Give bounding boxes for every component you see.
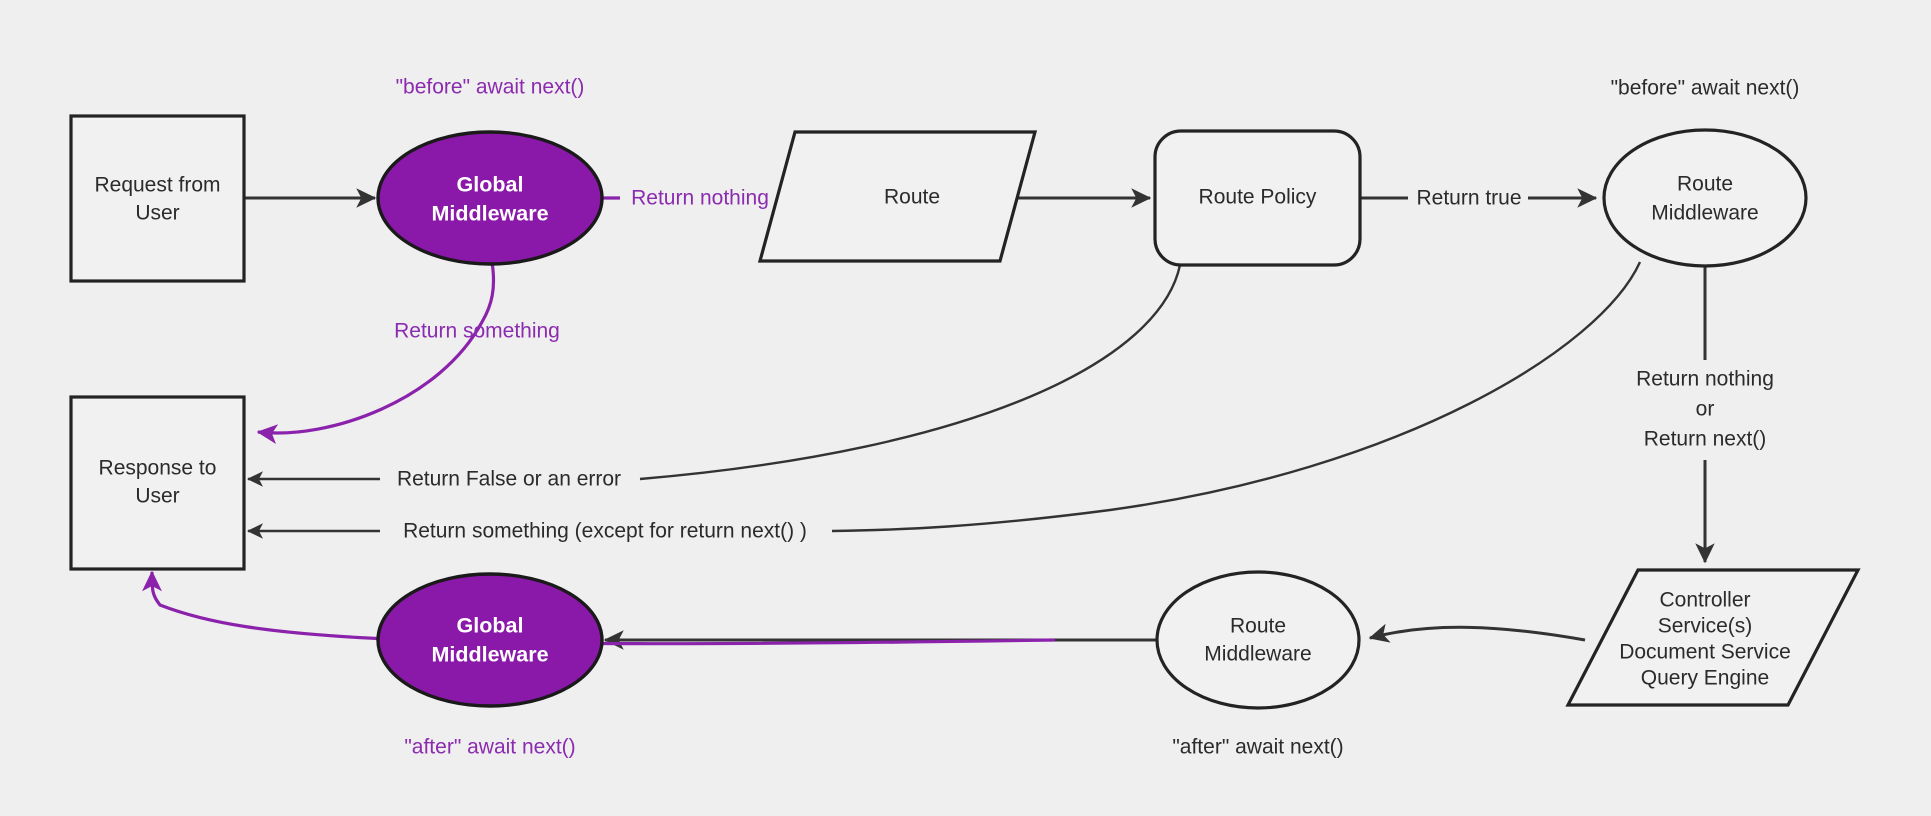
request-label-line2: User bbox=[135, 202, 179, 225]
route-middleware-bottom-shape bbox=[1155, 570, 1361, 710]
global-middleware-top-shape bbox=[376, 130, 604, 266]
global-middleware-top-label-line1: Global bbox=[457, 173, 524, 197]
edge-route-middleware-to-response bbox=[831, 261, 1642, 533]
route-policy-shape bbox=[1153, 129, 1362, 267]
response-label-line1: Response to bbox=[99, 457, 217, 480]
route-label: Route bbox=[884, 186, 940, 209]
route-middleware-bottom-label-line2: Middleware bbox=[1204, 643, 1311, 666]
route-middleware-top-label-line2: Middleware bbox=[1651, 202, 1758, 225]
route-middleware-top-label-line1: Route bbox=[1677, 173, 1733, 196]
edge-label-return-true: Return true bbox=[1416, 187, 1521, 210]
edge-label-return-nothing-line1: Return nothing bbox=[1636, 368, 1774, 391]
request-box-shape bbox=[69, 114, 246, 283]
edge-label-return-nothing-line3: Return next() bbox=[1644, 428, 1767, 451]
route-policy-label: Route Policy bbox=[1199, 186, 1317, 209]
node-route-middleware-bottom[interactable]: Route Middleware bbox=[1155, 570, 1361, 710]
node-route-policy[interactable]: Route Policy bbox=[1153, 129, 1362, 267]
edge-label-return-nothing: Return nothing bbox=[631, 187, 769, 210]
node-global-middleware-bottom[interactable]: Global Middleware bbox=[376, 572, 604, 708]
edge-label-return-something-except: Return something (except for return next… bbox=[403, 520, 807, 543]
annotation-before-await-next-route: "before" await next() bbox=[1611, 77, 1800, 100]
edge-global-middleware-bottom-to-response bbox=[142, 570, 1056, 646]
edge-label-return-something: Return something bbox=[394, 320, 560, 343]
annotation-after-await-next-route: "after" await next() bbox=[1172, 736, 1343, 759]
controller-label-line4: Query Engine bbox=[1641, 667, 1769, 690]
node-controller-services[interactable]: Controller Service(s) Document Service Q… bbox=[1565, 568, 1861, 707]
route-middleware-top-shape bbox=[1602, 128, 1808, 268]
global-middleware-top-label-line2: Middleware bbox=[431, 202, 548, 226]
node-global-middleware-top[interactable]: Global Middleware bbox=[376, 130, 604, 266]
edge-label-return-nothing-line2: or bbox=[1696, 398, 1715, 421]
global-middleware-bottom-shape bbox=[376, 572, 604, 708]
response-label-line2: User bbox=[135, 485, 179, 508]
node-route[interactable]: Route bbox=[757, 130, 1038, 263]
global-middleware-bottom-label-line2: Middleware bbox=[431, 643, 548, 667]
request-label-line1: Request from bbox=[94, 174, 220, 197]
controller-label-line3: Document Service bbox=[1619, 641, 1791, 664]
node-request-from-user[interactable]: Request from User bbox=[69, 114, 246, 283]
edge-label-return-false-or-error: Return False or an error bbox=[397, 468, 621, 491]
edge-route-policy-to-response bbox=[639, 264, 1182, 481]
response-box-shape bbox=[69, 395, 246, 571]
annotation-before-await-next-global: "before" await next() bbox=[396, 76, 585, 99]
node-route-middleware-top[interactable]: Route Middleware bbox=[1602, 128, 1808, 268]
annotation-after-await-next-global: "after" await next() bbox=[404, 736, 575, 759]
edge-global-middleware-to-response bbox=[256, 261, 496, 445]
node-response-to-user[interactable]: Response to User bbox=[69, 395, 246, 571]
global-middleware-bottom-label-line1: Global bbox=[457, 614, 524, 638]
controller-shape bbox=[1565, 568, 1861, 707]
controller-label-line1: Controller bbox=[1659, 589, 1750, 612]
route-shape bbox=[757, 130, 1038, 263]
edge-controller-to-route-middleware-bottom bbox=[1368, 623, 1586, 643]
route-middleware-bottom-label-line1: Route bbox=[1230, 615, 1286, 638]
controller-label-line2: Service(s) bbox=[1658, 615, 1753, 638]
